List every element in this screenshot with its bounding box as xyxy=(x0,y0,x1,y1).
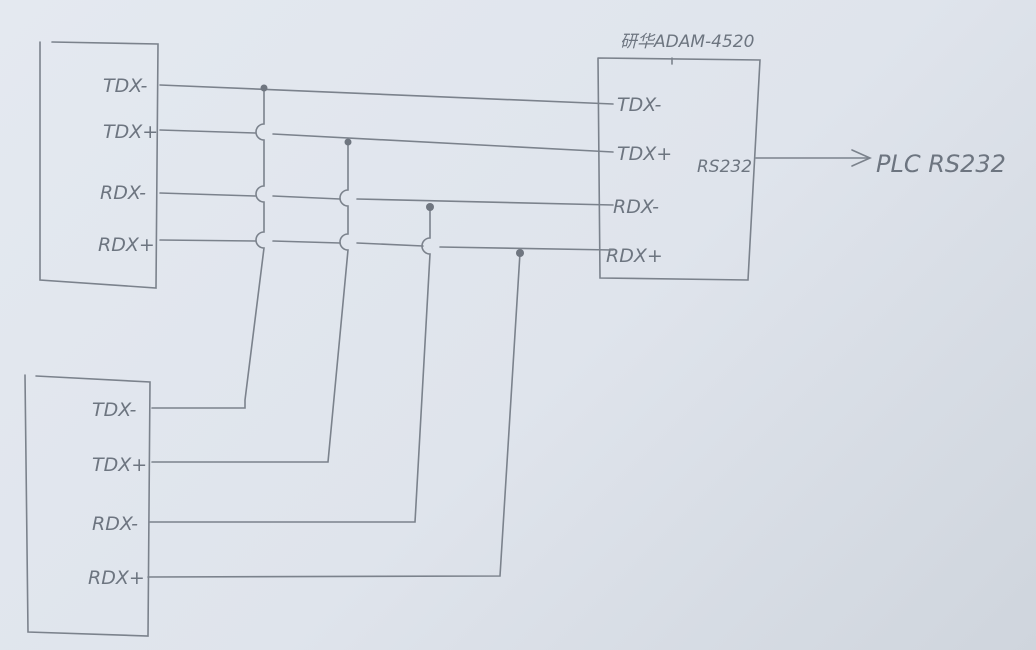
device-b-pin-rdx-minus: RDX- xyxy=(92,513,138,535)
junction-dot xyxy=(260,84,268,92)
device-b-pin-tdx-minus: TDX- xyxy=(92,399,137,421)
device-a-pin-tdx-minus: TDX- xyxy=(103,75,148,97)
drop-tdx-plus xyxy=(151,141,349,463)
device-a-pin-rdx-plus: RDX+ xyxy=(98,234,155,256)
device-b-box xyxy=(24,374,151,637)
device-a-box xyxy=(39,41,159,289)
converter-pin-rdx-minus: RDX- xyxy=(613,196,659,218)
wire-rdx-plus xyxy=(159,239,614,251)
drop-rdx-plus xyxy=(147,252,521,578)
junction-dot xyxy=(344,138,352,146)
wire-tdx-plus xyxy=(159,129,614,153)
device-b-pin-rdx-plus: RDX+ xyxy=(88,567,145,589)
plc-target-label: PLC RS232 xyxy=(876,150,1006,178)
converter-pin-rdx-plus: RDX+ xyxy=(606,245,663,267)
converter-title: 研华ADAM-4520 xyxy=(620,32,754,52)
device-a-pin-tdx-plus: TDX+ xyxy=(103,121,158,143)
converter-pin-tdx-minus: TDX- xyxy=(617,94,662,116)
junction-dot xyxy=(516,249,524,257)
wire-rdx-minus xyxy=(159,192,614,206)
converter-port-label: RS232 xyxy=(697,157,752,177)
arrow-icon xyxy=(851,149,872,167)
junction-dot xyxy=(426,203,434,211)
drop-rdx-minus xyxy=(149,206,431,523)
wire-tdx-minus xyxy=(159,84,614,105)
device-a-pin-rdx-minus: RDX- xyxy=(100,182,146,204)
converter-pin-tdx-plus: TDX+ xyxy=(617,143,672,165)
device-b-pin-tdx-plus: TDX+ xyxy=(92,454,147,476)
drop-tdx-minus xyxy=(151,87,265,409)
